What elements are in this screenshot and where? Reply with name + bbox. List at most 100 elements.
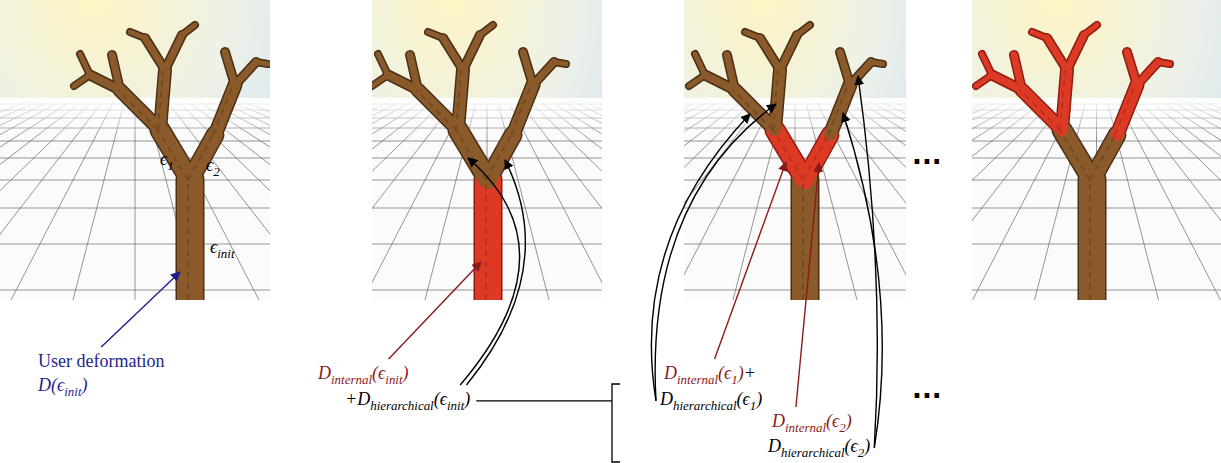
branch bbox=[1127, 52, 1137, 85]
panel bbox=[372, 0, 602, 300]
branch-outline bbox=[182, 25, 195, 35]
branch bbox=[480, 25, 493, 35]
branch-outline bbox=[130, 32, 145, 38]
branch bbox=[695, 54, 705, 75]
branch bbox=[112, 55, 120, 90]
branch-outline bbox=[1092, 135, 1117, 180]
branch-outline bbox=[190, 135, 215, 180]
label-text: ) bbox=[864, 436, 870, 456]
branch-outline bbox=[443, 38, 463, 70]
branch bbox=[1092, 135, 1117, 180]
leader-arrow bbox=[651, 114, 750, 401]
branch bbox=[780, 35, 797, 70]
label-text: ··· bbox=[912, 381, 942, 411]
bark-texture bbox=[416, 90, 456, 130]
subscript-text: init bbox=[447, 398, 464, 413]
horizon-fade bbox=[684, 98, 906, 138]
formula-label: User deformation bbox=[38, 350, 164, 373]
formula-label: ϵ2 bbox=[206, 154, 220, 180]
branch-outline bbox=[513, 85, 533, 135]
bark-texture bbox=[158, 130, 188, 180]
branch-outline bbox=[74, 75, 90, 86]
branch bbox=[428, 32, 443, 38]
branch-outline bbox=[1084, 25, 1097, 35]
grid-line bbox=[0, 180, 270, 181]
branch-outline bbox=[120, 90, 160, 130]
branch-outline bbox=[428, 32, 443, 38]
label-text: ϵ bbox=[206, 155, 213, 175]
branch bbox=[1084, 25, 1097, 35]
branch bbox=[1067, 35, 1084, 70]
branch bbox=[256, 62, 268, 64]
label-text: D bbox=[768, 436, 781, 456]
bark-texture bbox=[456, 130, 486, 180]
label-text: ) bbox=[403, 363, 409, 383]
bark-texture bbox=[1115, 85, 1135, 135]
leader-arrow bbox=[715, 162, 786, 359]
label-text: ϵ bbox=[160, 149, 167, 169]
label-text: D bbox=[318, 363, 331, 383]
branch-outline bbox=[1062, 70, 1067, 130]
label-text: ··· bbox=[912, 147, 942, 177]
branch-outline bbox=[1158, 62, 1170, 64]
grid-line bbox=[0, 158, 270, 159]
panel bbox=[972, 0, 1221, 300]
branch bbox=[235, 62, 256, 85]
branch bbox=[418, 90, 458, 130]
leader-arrow bbox=[389, 262, 481, 359]
branch-outline bbox=[850, 62, 871, 85]
subscript-text: 1 bbox=[731, 372, 737, 387]
branch-outline bbox=[1137, 62, 1158, 85]
branch bbox=[145, 38, 165, 70]
branch bbox=[797, 25, 810, 35]
formula-label: +Dhierarchical(ϵinit) bbox=[345, 388, 470, 414]
leader-arrow bbox=[858, 76, 877, 448]
branch-outline bbox=[488, 135, 513, 180]
branch-outline bbox=[418, 90, 458, 130]
branch-outline bbox=[760, 38, 780, 70]
grid-line bbox=[0, 141, 270, 142]
subscript-text: init bbox=[217, 246, 234, 261]
bark-texture bbox=[456, 70, 461, 130]
branch bbox=[976, 75, 992, 86]
branch bbox=[513, 85, 533, 135]
branch-outline bbox=[780, 35, 797, 70]
branch-outline bbox=[1067, 35, 1084, 70]
subscript-text: 1 bbox=[167, 158, 173, 173]
bark-texture bbox=[213, 85, 233, 135]
leader-arrow bbox=[460, 158, 519, 385]
bark-texture bbox=[511, 85, 531, 135]
branch bbox=[840, 52, 850, 85]
bark-texture bbox=[188, 135, 213, 180]
horizon-fade bbox=[972, 98, 1221, 138]
branch-outline bbox=[225, 52, 235, 85]
bark-texture bbox=[486, 135, 511, 180]
sky bbox=[972, 0, 1221, 300]
branch bbox=[1158, 62, 1170, 64]
branch bbox=[475, 180, 501, 300]
branch-outline bbox=[176, 180, 205, 300]
branch bbox=[410, 55, 418, 90]
subscript-text: init bbox=[64, 384, 81, 399]
branch bbox=[372, 75, 388, 86]
formula-label: ϵ1 bbox=[160, 148, 174, 174]
ellipsis-label: ··· bbox=[912, 146, 942, 179]
panel bbox=[684, 0, 906, 300]
bark-texture bbox=[187, 180, 189, 300]
branch bbox=[1022, 90, 1062, 130]
label-text: (ϵ bbox=[826, 411, 839, 431]
branch bbox=[850, 62, 871, 85]
branch bbox=[523, 52, 533, 85]
label-text: +D bbox=[345, 389, 370, 409]
subscript-text: internal bbox=[677, 372, 718, 387]
branch bbox=[190, 135, 215, 180]
branch bbox=[1079, 180, 1105, 300]
label-text: (ϵ bbox=[718, 363, 731, 383]
formula-label: D(ϵinit) bbox=[38, 374, 88, 400]
branch bbox=[80, 54, 90, 75]
leader-arrow bbox=[101, 272, 180, 347]
branch bbox=[689, 75, 705, 86]
bark-texture bbox=[118, 90, 158, 130]
branch-outline bbox=[871, 62, 883, 64]
